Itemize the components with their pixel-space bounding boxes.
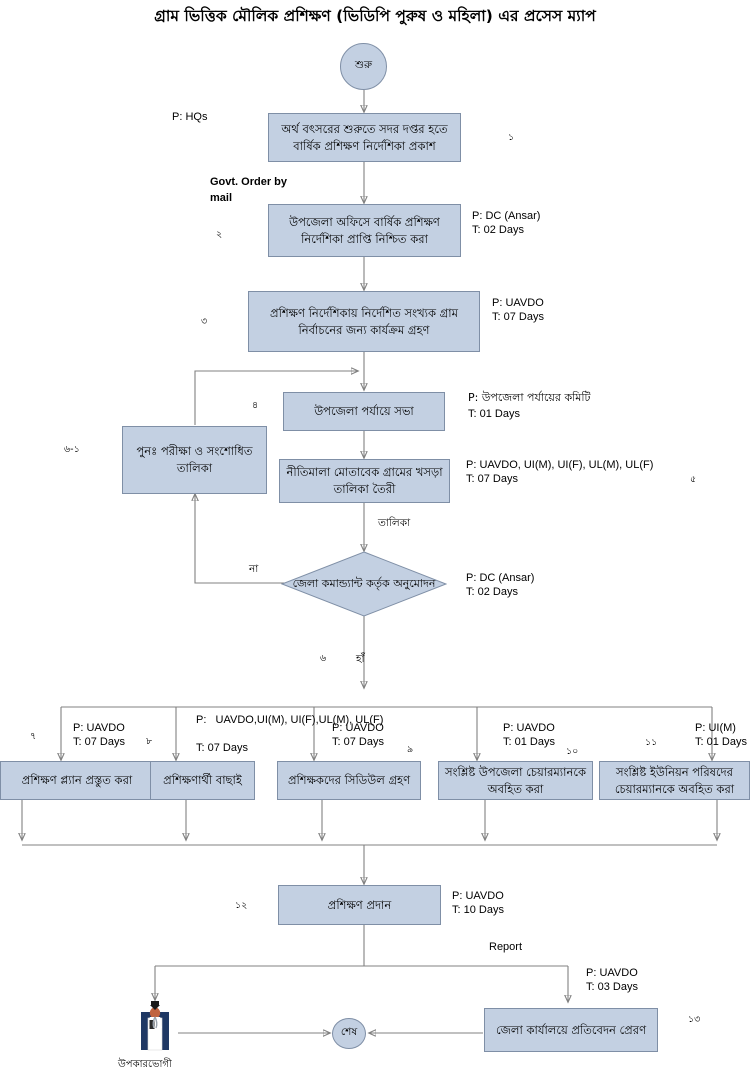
node-11-performer: P: UI(M) bbox=[695, 722, 736, 734]
node-2-label: উপজেলা অফিসে বার্ষিক প্রশিক্ষণ নির্দেশিক… bbox=[289, 214, 440, 246]
node-9-performer: P: UAVDO bbox=[332, 722, 384, 734]
node-11-step-number: ১১ bbox=[645, 737, 658, 748]
node-5-step-number: ৫ bbox=[690, 474, 697, 485]
node-upazila-level-meeting[interactable]: উপজেলা পর্যায়ে সভা bbox=[283, 392, 445, 431]
node-draft-village-list[interactable]: নীতিমালা মোতাবেক গ্রামের খসড়া তালিকা তৈ… bbox=[279, 459, 450, 503]
node-end[interactable]: শেষ bbox=[332, 1018, 366, 1049]
node-8-step-number: ৮ bbox=[146, 736, 153, 747]
node-send-report-to-district-office[interactable]: জেলা কার্যালয়ে প্রতিবেদন প্রেরণ bbox=[484, 1008, 658, 1052]
beneficiary-label: উপকারভোগী bbox=[118, 1059, 172, 1070]
node-4-time: T: 01 Days bbox=[468, 408, 520, 420]
node-start[interactable]: শুরু bbox=[340, 43, 387, 90]
node-2-step-number: ২ bbox=[216, 229, 223, 240]
node-12-time: T: 10 Days bbox=[452, 904, 504, 916]
node-12-performer: P: UAVDO bbox=[452, 890, 504, 902]
page-title: গ্রাম ভিত্তিক মৌলিক প্রশিক্ষণ (ভিডিপি পু… bbox=[154, 7, 596, 25]
node-3-step-number: ৩ bbox=[201, 316, 208, 327]
edge-label-yes: হাঁ bbox=[356, 653, 365, 665]
node-1-label: অর্থ বৎসরের শুরুতে সদর দপ্তর হতে বার্ষিক… bbox=[281, 121, 448, 153]
node-9-label: প্রশিক্ষকদের সিডিউল গ্রহণ bbox=[287, 773, 411, 788]
node-end-label: শেষ bbox=[340, 1026, 358, 1038]
node-13-label: জেলা কার্যালয়ে প্রতিবেদন প্রেরণ bbox=[495, 1022, 647, 1037]
node-confirm-guideline-receipt-at-upazila[interactable]: উপজেলা অফিসে বার্ষিক প্রশিক্ষণ নির্দেশিক… bbox=[268, 204, 461, 257]
edge-label-report: Report bbox=[489, 941, 523, 953]
node-6-step-number: ৬ bbox=[320, 653, 327, 664]
node-prepare-training-plan[interactable]: প্রশিক্ষণ প্ল্যান প্রস্তুত করা bbox=[0, 761, 154, 800]
node-12-label: প্রশিক্ষণ প্রদান bbox=[327, 897, 392, 912]
node-village-selection-activity[interactable]: প্রশিক্ষণ নির্দেশিকায় নির্দেশিত সংখ্যক … bbox=[248, 291, 480, 352]
node-10-step-number: ১০ bbox=[566, 746, 579, 757]
beneficiary-person-icon bbox=[132, 1000, 178, 1056]
node-13-time: T: 03 Days bbox=[586, 981, 638, 993]
node-12-step-number: ১২ bbox=[235, 900, 248, 911]
node-9-time: T: 07 Days bbox=[332, 736, 384, 748]
node-3-time: T: 07 Days bbox=[492, 311, 544, 323]
node-10-performer: P: UAVDO bbox=[503, 722, 555, 734]
node-recheck-and-revised-list[interactable]: পুনঃ পরীক্ষা ও সংশোধিত তালিকা bbox=[122, 426, 267, 494]
edge-label-talika: তালিকা bbox=[378, 517, 411, 529]
node-4-label: উপজেলা পর্যায়ে সভা bbox=[314, 404, 414, 419]
node-13-performer: P: UAVDO bbox=[586, 967, 638, 979]
node-6-time: T: 02 Days bbox=[466, 586, 518, 598]
node-6-performer: P: DC (Ansar) bbox=[466, 572, 535, 584]
node-11-label: সংশ্লিষ্ট ইউনিয়ন পরিষদের চেয়ারম্যানকে … bbox=[614, 764, 735, 796]
node-8-time: T: 07 Days bbox=[196, 742, 248, 754]
node-publish-annual-training-guideline[interactable]: অর্থ বৎসরের শুরুতে সদর দপ্তর হতে বার্ষিক… bbox=[268, 113, 461, 162]
node-1-step-number: ১ bbox=[508, 132, 515, 143]
node-deliver-training[interactable]: প্রশিক্ষণ প্রদান bbox=[278, 885, 441, 925]
node-4-step-number: ৪ bbox=[252, 400, 259, 411]
node-7-label: প্রশিক্ষণ প্ল্যান প্রস্তুত করা bbox=[21, 773, 133, 788]
edge-label-govt-order: Govt. Order by mail bbox=[210, 176, 288, 204]
node-9-step-number: ৯ bbox=[407, 744, 414, 755]
node-select-trainees[interactable]: প্রশিক্ষণার্থী বাছাই bbox=[150, 761, 255, 800]
node-7-step-number: ৭ bbox=[30, 731, 37, 742]
node-3-label: প্রশিক্ষণ নির্দেশিকায় নির্দেশিত সংখ্যক … bbox=[270, 305, 458, 337]
node-10-label: সংশ্লিষ্ট উপজেলা চেয়ারম্যানকে অবহিত করা bbox=[444, 764, 587, 796]
node-10-time: T: 01 Days bbox=[503, 736, 555, 748]
node-district-commandant-approval[interactable]: জেলা কমান্ড্যান্ট কর্তৃক অনুমোদন bbox=[281, 551, 447, 617]
node-11-time: T: 01 Days bbox=[695, 736, 747, 748]
node-7-performer: P: UAVDO bbox=[73, 722, 125, 734]
node-start-label: শুরু bbox=[354, 59, 373, 71]
edge-label-no: না bbox=[249, 563, 259, 575]
diamond-shape bbox=[281, 551, 447, 617]
node-4-performer: P: উপজেলা পর্যায়ের কমিটি bbox=[468, 391, 591, 404]
node-61-label: পুনঃ পরীক্ষা ও সংশোধিত তালিকা bbox=[136, 444, 253, 475]
node-8-label: প্রশিক্ষণার্থী বাছাই bbox=[163, 773, 242, 788]
node-13-step-number: ১৩ bbox=[688, 1014, 701, 1025]
node-1-performer: P: HQs bbox=[172, 111, 208, 123]
node-8-performer: P: UAVDO,UI(M), UI(F),UL(M), UL(F) bbox=[196, 714, 384, 726]
node-61-step-number: ৬-১ bbox=[64, 444, 80, 455]
node-5-time: T: 07 Days bbox=[466, 473, 518, 485]
node-inform-union-parishad-chairman[interactable]: সংশ্লিষ্ট ইউনিয়ন পরিষদের চেয়ারম্যানকে … bbox=[599, 761, 750, 800]
node-inform-upazila-chairman[interactable]: সংশ্লিষ্ট উপজেলা চেয়ারম্যানকে অবহিত করা bbox=[438, 761, 593, 800]
node-collect-trainer-schedule[interactable]: প্রশিক্ষকদের সিডিউল গ্রহণ bbox=[277, 761, 421, 800]
node-3-performer: P: UAVDO bbox=[492, 297, 544, 309]
person-icon-shape bbox=[141, 1001, 169, 1051]
node-7-time: T: 07 Days bbox=[73, 736, 125, 748]
node-2-time: T: 02 Days bbox=[472, 224, 524, 236]
node-5-label: নীতিমালা মোতাবেক গ্রামের খসড়া তালিকা তৈ… bbox=[286, 465, 443, 496]
node-2-performer: P: DC (Ansar) bbox=[472, 210, 541, 222]
node-5-performer: P: UAVDO, UI(M), UI(F), UL(M), UL(F) bbox=[466, 459, 654, 471]
